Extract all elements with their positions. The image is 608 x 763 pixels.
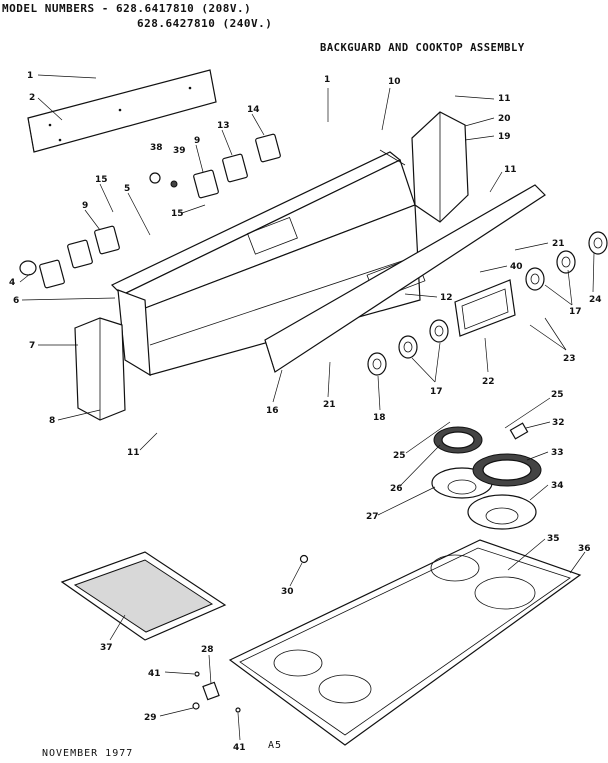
callout-30: 30 [281,587,294,597]
callout-1b: 1 [324,75,330,85]
callout-15-left: 15 [95,175,108,185]
callout-40: 40 [510,262,523,272]
callout-34: 34 [551,481,564,491]
right-end-bracket [411,111,469,223]
callout-6: 6 [13,296,19,306]
callout-36: 36 [578,544,591,554]
callout-11-bottom: 11 [127,448,140,458]
callout-11-top: 11 [498,94,511,104]
footer-date: NOVEMBER 1977 [42,748,134,759]
callout-10: 10 [388,77,401,87]
model-numbers-line-2: 628.6427810 (240V.) [137,17,273,30]
model-numbers-line-1: MODEL NUMBERS - 628.6417810 (208V.) [2,2,252,15]
callout-13: 13 [217,121,230,131]
callout-9-left: 9 [82,201,88,211]
callout-29: 29 [144,713,157,723]
backguard-rear-panel [27,69,217,153]
small-hardware-parts [192,422,529,713]
callout-32: 32 [552,418,565,428]
callout-41-bottom: 41 [233,743,246,753]
callout-21-bottom: 21 [323,400,336,410]
callout-28: 28 [201,645,214,655]
callout-2: 2 [29,93,35,103]
callout-12: 12 [440,293,453,303]
callout-8: 8 [49,416,55,426]
callout-14: 14 [247,105,260,115]
callout-1: 1 [27,71,33,81]
control-panel-front [264,184,546,373]
callout-26: 26 [390,484,403,494]
cooktop-cover [60,551,227,641]
callout-41-left: 41 [148,669,161,679]
callout-4: 4 [9,278,15,288]
callout-25-right: 25 [551,390,564,400]
left-end-bracket [74,317,126,421]
callout-21-right: 21 [552,239,565,249]
callout-11-mid: 11 [504,165,517,175]
callout-22: 22 [482,377,495,387]
callout-24: 24 [589,295,602,305]
callout-20: 20 [498,114,511,124]
callout-25-left: 25 [393,451,406,461]
backguard-housing [110,149,426,377]
control-knobs [367,231,608,376]
callout-37: 37 [100,643,113,653]
callout-15-mid: 15 [171,209,184,219]
callout-9-top: 9 [194,136,200,146]
callout-16: 16 [266,406,279,416]
callout-17-bottom: 17 [430,387,443,397]
cooktop-main-top [228,539,582,746]
part-callouts: 1 2 1 10 11 20 19 11 38 39 9 13 14 15 5 … [9,71,602,753]
callout-39: 39 [173,146,186,156]
callout-18: 18 [373,413,386,423]
footer-page-code: A5 [268,740,283,751]
callout-33: 33 [551,448,564,458]
diagram-title: BACKGUARD AND COOKTOP ASSEMBLY [320,42,525,54]
callout-17-right: 17 [569,307,582,317]
clock-timer [454,279,516,337]
surface-units-and-drip-pans [431,426,542,530]
infinite-switches [19,133,281,289]
callout-7: 7 [29,341,35,351]
callout-23: 23 [563,354,576,364]
callout-5: 5 [124,184,130,194]
callout-27: 27 [366,512,379,522]
callout-19: 19 [498,132,511,142]
callout-38: 38 [150,143,163,153]
callout-35: 35 [547,534,560,544]
